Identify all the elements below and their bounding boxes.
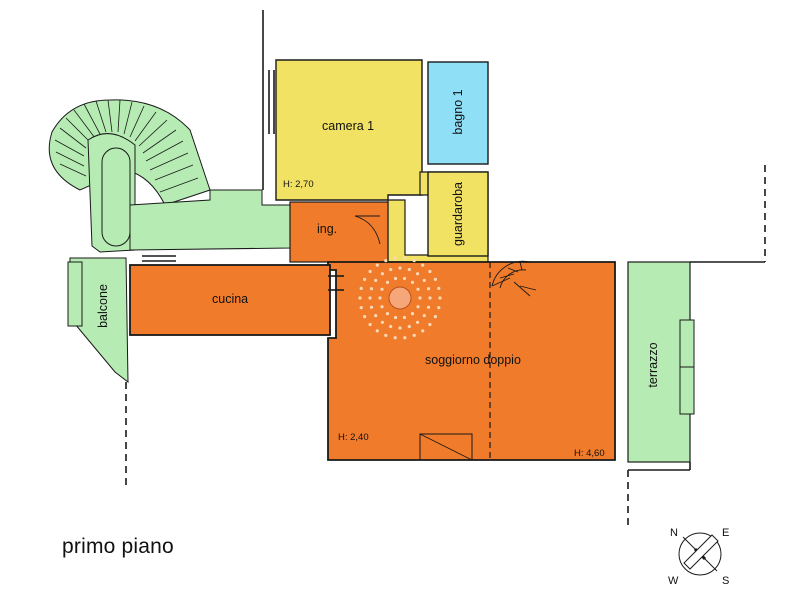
chandelier-dot [380, 272, 384, 276]
chandelier-dot [437, 306, 441, 310]
label-ingresso: ing. [317, 222, 337, 236]
chandelier-dot [433, 315, 437, 319]
compass-w: W [668, 575, 679, 587]
chandelier-dot [375, 329, 379, 333]
chandelier-dot [378, 296, 382, 300]
chandelier-dot [389, 324, 393, 329]
chandelier-dot [380, 305, 384, 309]
cucina-area [129, 264, 331, 336]
chandelier-dot [402, 315, 407, 320]
chandelier-dot [403, 256, 407, 260]
stair-core-outline [101, 147, 131, 247]
chandelier-dot [374, 314, 378, 318]
chandelier-dot [412, 333, 416, 337]
label-bagno-1: bagno 1 [451, 89, 465, 134]
chandelier-dot [393, 256, 397, 260]
chandelier [358, 256, 442, 340]
chandelier-dot [359, 306, 363, 310]
chandelier-dot [428, 269, 432, 274]
chandelier-dot [358, 296, 362, 300]
chandelier-dot [403, 336, 407, 340]
chandelier-dot [428, 296, 432, 300]
green-hallway [129, 189, 291, 251]
label-camera-1: camera 1 [322, 119, 374, 133]
bagno-1-area [427, 61, 489, 165]
floor-title: primo piano [62, 535, 174, 558]
walls [125, 10, 766, 530]
chandelier-dot [393, 276, 398, 281]
chandelier-dot [369, 287, 374, 291]
ingresso-area [289, 201, 389, 263]
chandelier-dot [421, 329, 425, 333]
chandelier-dot [380, 287, 384, 291]
label-terrazzo: terrazzo [646, 342, 660, 387]
chandelier-dot [416, 305, 420, 309]
internal-spiral-stair [491, 260, 537, 297]
chandelier-dot [421, 263, 425, 267]
chandelier-dot [407, 324, 411, 329]
fireplace [419, 433, 473, 461]
compass-e: E [722, 527, 729, 539]
chandelier-dot [398, 266, 402, 270]
chandelier-dot [422, 314, 426, 318]
height-camera: H: 2,70 [283, 179, 314, 190]
label-soggiorno: soggiorno doppio [425, 353, 521, 367]
chandelier-dot [398, 326, 402, 330]
chandelier-dot [368, 296, 372, 300]
chandelier-dot [363, 315, 367, 319]
chandelier-dot [410, 312, 415, 316]
chandelier-dot [368, 269, 372, 274]
chandelier-dot [433, 277, 437, 281]
camera-1-area [275, 59, 423, 201]
chandelier-dot [402, 276, 407, 281]
chandelier-dot [385, 312, 390, 316]
compass-s: S [722, 575, 729, 587]
chandelier-dot [426, 287, 431, 291]
chandelier-dot [416, 272, 420, 276]
chandelier-dot [393, 336, 397, 340]
chandelier-dot [369, 305, 374, 309]
chandelier-dot [385, 280, 390, 284]
ingresso-door-swing [354, 215, 381, 245]
chandelier-dot [416, 287, 420, 291]
chandelier-dot [438, 296, 442, 300]
height-soggiorno-low: H: 2,40 [338, 432, 369, 443]
chandelier-dot [418, 296, 422, 300]
compass-n: N [670, 527, 678, 539]
balcone-planter [67, 261, 83, 327]
height-soggiorno-high: H: 4,60 [574, 448, 605, 459]
chandelier-dot [389, 267, 393, 272]
chandelier-dot [384, 259, 388, 263]
chandelier-dot [359, 286, 363, 290]
chandelier-dot [412, 259, 416, 263]
chandelier-dot [422, 278, 426, 282]
label-balcone: balcone [96, 284, 110, 328]
compass: N E W S [668, 527, 729, 587]
chandelier-dot [380, 320, 384, 324]
chandelier-dot [374, 278, 378, 282]
chandelier-dot [384, 333, 388, 337]
chandelier-dot [416, 320, 420, 324]
label-guardaroba: guardaroba [451, 182, 465, 246]
chandelier-dot [363, 277, 367, 281]
label-cucina: cucina [212, 292, 248, 306]
chandelier-dot [368, 322, 372, 327]
chandelier-dot [426, 305, 431, 309]
chandelier-dot [437, 286, 441, 290]
chandelier-dot [393, 315, 398, 320]
spiral-stair-treads [54, 99, 199, 193]
guardaroba-area [427, 171, 489, 257]
chandelier-dot [410, 280, 415, 284]
chandelier-dot [375, 263, 379, 267]
chandelier-dot [428, 322, 432, 327]
chandelier-dot [407, 267, 411, 272]
